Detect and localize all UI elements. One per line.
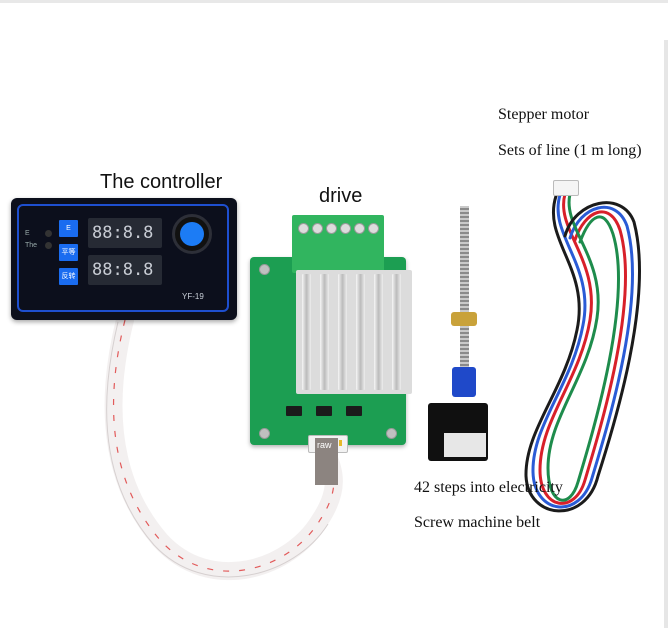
knob-face [180,222,204,246]
line-set-label: Sets of line (1 m long) [498,142,642,159]
level-button[interactable]: 平等 [59,244,78,261]
cable-connector [553,180,579,196]
heatsink-fin [320,274,329,390]
belt-label: Screw machine belt [414,514,541,531]
top-border [0,0,668,3]
terminal-screw [368,223,379,234]
heatsink-fin [374,274,383,390]
steps-label: 42 steps into electricity [414,479,563,496]
shaft-coupler [452,367,476,397]
heatsink-fin [356,274,365,390]
right-border [664,40,668,628]
heatsink [296,270,412,394]
chip [346,406,362,416]
terminal-screw [298,223,309,234]
e-button[interactable]: E [59,220,78,237]
chip [316,406,332,416]
raw-tag: raw [315,438,338,485]
lead-screw [460,206,469,386]
led-indicator-2 [45,242,52,249]
led-label-e: E [25,230,30,237]
model-label: YF-19 [182,292,204,301]
brass-nut [451,312,477,326]
led-label-the: The [25,242,38,249]
display-bottom: 88:8.8 [88,255,162,285]
mount-hole [386,428,397,439]
heatsink-fin [302,274,311,390]
stepper-motor-label: Stepper motor [498,106,590,123]
terminal-screw [312,223,323,234]
reverse-button[interactable]: 反转 [59,268,78,285]
motor-label [444,433,486,457]
controller-frame [17,204,229,312]
mount-hole [259,264,270,275]
led-indicator-1 [45,230,52,237]
controller-label: The controller [100,171,223,193]
mount-hole [259,428,270,439]
rotary-knob[interactable] [172,214,212,254]
heatsink-fin [392,274,401,390]
display-top: 88:8.8 [88,218,162,248]
terminal-block [292,215,384,273]
terminal-screw [326,223,337,234]
controller-unit: E The E 平等 反转 88:8.8 88:8.8 YF-19 [11,198,237,320]
heatsink-fin [338,274,347,390]
connector-pin [339,440,342,446]
drive-label: drive [319,185,363,207]
terminal-screw [340,223,351,234]
chip [286,406,302,416]
terminal-screw [354,223,365,234]
